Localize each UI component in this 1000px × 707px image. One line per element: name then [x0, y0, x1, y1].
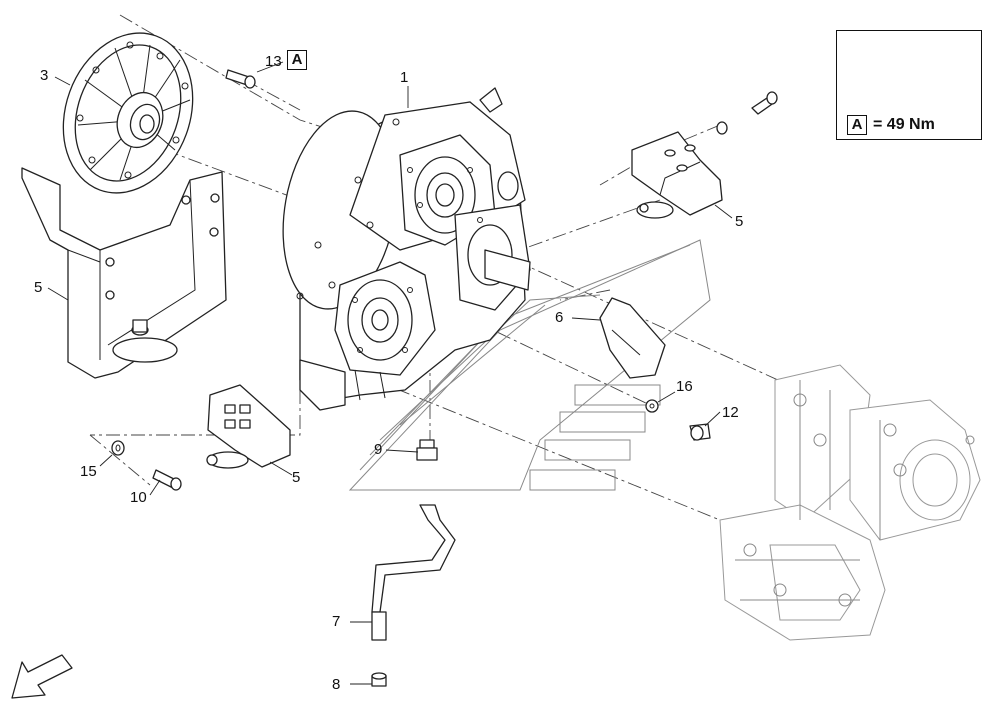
washer-15 — [111, 440, 125, 456]
flywheel-coupling — [62, 32, 194, 194]
callout-13: 13 — [265, 53, 282, 70]
bolt-13 — [225, 69, 256, 89]
mounting-bracket-right — [631, 131, 723, 219]
gearbox-housing — [282, 87, 531, 411]
callout-8: 8 — [332, 676, 341, 693]
washer-16 — [645, 399, 659, 413]
torque-value: = 49 Nm — [873, 116, 935, 133]
callout-7: 7 — [332, 613, 341, 630]
hydraulic-pump-ghost — [719, 364, 981, 641]
callout-9: 9 — [374, 441, 383, 458]
bolt-10 — [152, 469, 182, 491]
bolt-upper — [716, 91, 778, 135]
callout-16: 16 — [676, 378, 693, 395]
callout-leaders — [47, 61, 733, 685]
callout-10: 10 — [130, 489, 147, 506]
callout-5-left: 5 — [34, 279, 43, 296]
callout-3: 3 — [40, 67, 49, 84]
callout-1: 1 — [400, 69, 409, 86]
torque-spec-panel: A = 49 Nm — [836, 30, 982, 140]
fitting-9 — [416, 439, 438, 461]
torque-marker: A — [847, 115, 867, 135]
callout-5-bottom: 5 — [292, 469, 301, 486]
callout-6: 6 — [555, 309, 564, 326]
hose-7 — [371, 504, 456, 641]
plug-8 — [371, 672, 387, 687]
bolt-12 — [689, 423, 711, 441]
cover-plate-6 — [599, 297, 666, 379]
callout-5-right: 5 — [735, 213, 744, 230]
direction-arrow-icon — [11, 654, 73, 699]
torque-marker-bolt-13: A — [287, 50, 307, 70]
mounting-bracket-bottom — [206, 384, 291, 469]
callout-12: 12 — [722, 404, 739, 421]
callout-15: 15 — [80, 463, 97, 480]
mounting-bracket-left — [21, 167, 227, 379]
